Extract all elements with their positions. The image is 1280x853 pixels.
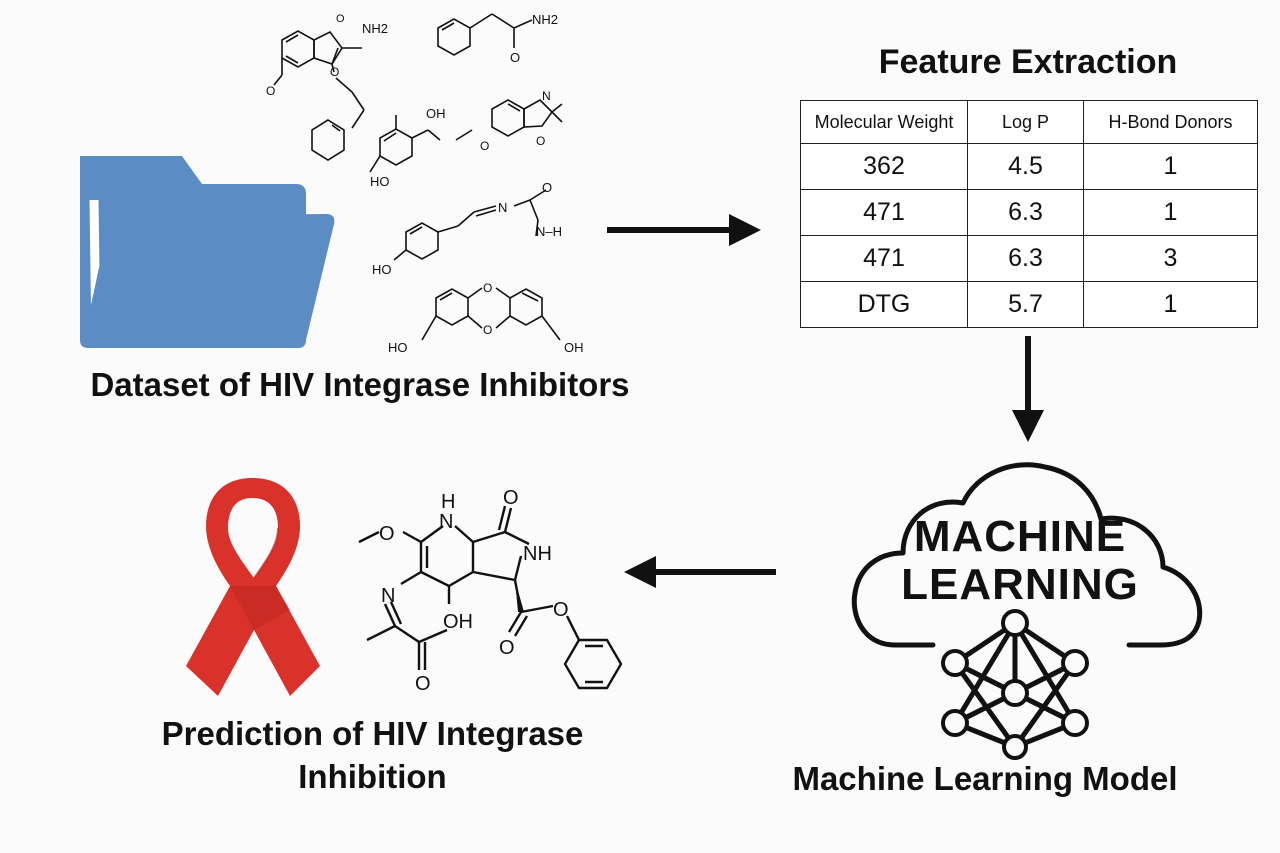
folder-icon (80, 156, 335, 348)
table-cell: 5.7 (967, 281, 1084, 328)
mol6-ho-label: HO (388, 340, 408, 355)
cloud-icon (851, 462, 1203, 648)
column-header: Molecular Weight (800, 100, 968, 144)
feature-extraction-title: Feature Extraction (878, 43, 1178, 81)
table-cell: 471 (800, 189, 968, 236)
table-row: 362 4.5 1 (800, 143, 1258, 190)
table-cell: 4.5 (967, 143, 1084, 190)
mol5-nh-label: N–H (536, 224, 562, 239)
neural-network-icon (941, 609, 1089, 760)
table-row: DTG 5.7 1 (800, 281, 1258, 328)
mol2-nh2-label: NH2 (532, 12, 558, 27)
mol4-oh-label: OH (426, 106, 446, 121)
mol6-o-bottom-label: O (483, 323, 492, 337)
mol-o-label: O (266, 84, 275, 98)
mol-o-label: O (536, 134, 545, 148)
mol5-ho-label: HO (372, 262, 392, 277)
table-cell: 471 (800, 235, 968, 282)
mol-n-imine-label: N (381, 585, 395, 607)
table-cell: 362 (800, 143, 968, 190)
column-header: H-Bond Donors (1083, 100, 1258, 144)
table-row: 471 6.3 3 (800, 235, 1258, 282)
table-header-row: Molecular Weight Log P H-Bond Donors (800, 100, 1258, 144)
mol6-o-top-label: O (483, 281, 492, 295)
mol-o-carbonyl-label: O (503, 487, 519, 509)
mol-o-label: O (480, 139, 489, 153)
mol-o-ester-label: O (553, 599, 569, 621)
table-cell: 1 (1083, 189, 1258, 236)
mol-nh-label: NH (523, 543, 552, 565)
molecule-benzofuran (273, 30, 365, 161)
ml-model-caption: Machine Learning Model (792, 760, 1178, 797)
feature-table: Molecular Weight Log P H-Bond Donors 362… (800, 100, 1258, 328)
prediction-molecule: H N O NH O N OH O O O (358, 487, 623, 695)
mol-o-methoxy-label: O (379, 523, 395, 545)
mol-h-label: H (441, 491, 455, 513)
molecule-dibenzodioxin (421, 287, 561, 341)
cloud-label-learning: LEARNING (901, 560, 1139, 609)
mol6-oh-label: OH (564, 340, 584, 355)
table-row: 471 6.3 1 (800, 189, 1258, 236)
arrow-right-icon (607, 214, 761, 246)
molecule-benzodioxole (369, 99, 563, 173)
awareness-ribbon-icon (186, 478, 320, 696)
table-cell: 3 (1083, 235, 1258, 282)
table-cell: 6.3 (967, 235, 1084, 282)
molecule-urea (393, 189, 547, 261)
arrow-left-icon (624, 556, 776, 588)
mol5-o-label: O (542, 180, 552, 195)
mol-o-ester-carbonyl-label: O (499, 637, 515, 659)
mol-oh-label: OH (443, 611, 473, 633)
mol5-n-label: N (498, 200, 507, 215)
arrow-down-icon (1012, 336, 1044, 442)
mol-o-label: O (336, 13, 345, 25)
mol-o-label: O (330, 65, 339, 79)
dataset-molecules: O NH2 O O NH2 O OH HO O N O (266, 12, 584, 355)
molecule-phenylacetamide (437, 13, 533, 56)
mol2-o-label: O (510, 50, 520, 65)
column-header: Log P (967, 100, 1084, 144)
mol-n-ring-label: N (439, 511, 453, 533)
mol-o-acid-label: O (415, 673, 431, 695)
table-cell: 1 (1083, 281, 1258, 328)
dataset-caption: Dataset of HIV Integrase Inhibitors (90, 366, 630, 403)
prediction-caption: Prediction of HIV Integrase Inhibition (161, 715, 584, 795)
mol1-nh2-label: NH2 (362, 21, 388, 36)
cloud-label-machine: MACHINE (913, 512, 1127, 561)
mol4-ho-label: HO (370, 174, 390, 189)
table-cell: 6.3 (967, 189, 1084, 236)
mol4-n-label: N (542, 89, 551, 103)
table-cell: DTG (800, 281, 968, 328)
table-cell: 1 (1083, 143, 1258, 190)
